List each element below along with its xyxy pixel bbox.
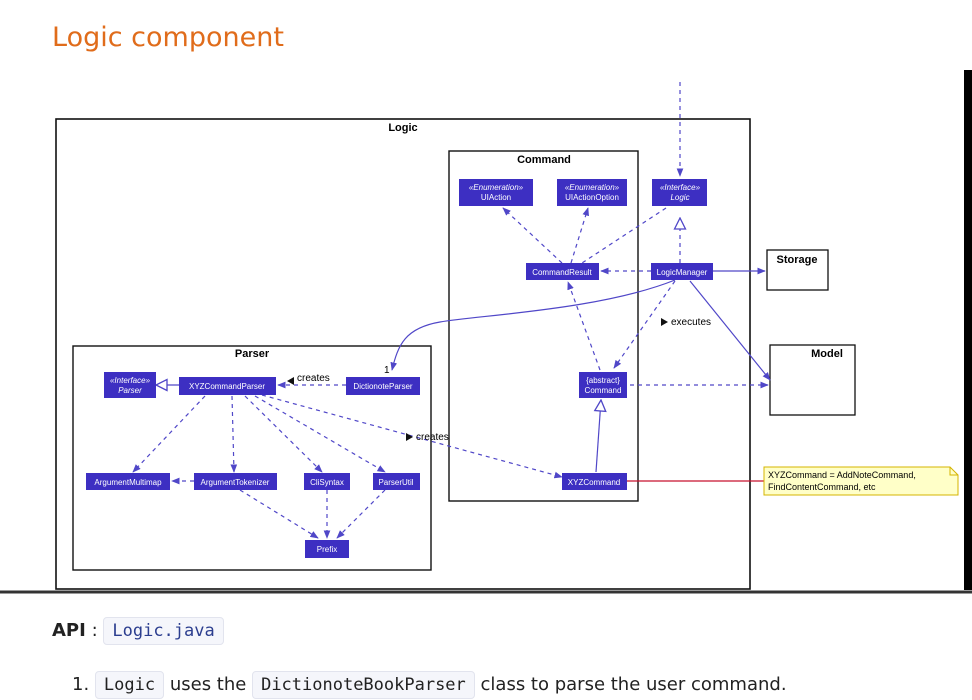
argumentmultimap-name: ArgumentMultimap — [94, 478, 162, 487]
argumentmultimap-class: ArgumentMultimap — [86, 473, 170, 490]
logic-java-link[interactable]: Logic.java — [103, 617, 224, 645]
uiaction-name: UIAction — [481, 193, 511, 202]
prefix-class: Prefix — [305, 540, 349, 558]
commandresult-name: CommandResult — [532, 268, 592, 277]
parser-package-title: Parser — [235, 348, 270, 360]
logic-interface-name: Logic — [670, 193, 689, 202]
executes-label: executes — [671, 317, 711, 328]
abstract-command-name: Command — [585, 386, 622, 395]
multiplicity-label: 1 — [384, 365, 390, 376]
xyzcommandparser-class: XYZCommandParser — [179, 377, 276, 395]
uiactionoption-class: «Enumeration» UIActionOption — [557, 179, 627, 206]
executes-direction-icon — [661, 318, 668, 326]
commandresult-to-uiactionoption — [570, 207, 589, 264]
xyzcommandparser-name: XYZCommandParser — [189, 382, 265, 391]
dictionoteparser-name: DictionoteParser — [353, 382, 412, 391]
uiactionoption-name: UIActionOption — [565, 193, 619, 202]
argumenttokenizer-name: ArgumentTokenizer — [201, 478, 270, 487]
xyzparser-to-multimap — [132, 395, 206, 473]
parser-interface-class: «Interface» Parser — [104, 372, 156, 398]
xyzparser-to-clisyntax — [244, 395, 323, 473]
logic-package — [55, 118, 751, 590]
abstract-stereotype: {abstract} — [586, 376, 620, 385]
logic-architecture-diagram: Logic Command Parser Storage Model — [0, 70, 972, 594]
commandresult-class: CommandResult — [526, 263, 599, 280]
xyzcommand-class: XYZCommand — [562, 473, 627, 490]
parser-package — [72, 345, 432, 571]
command-to-commandresult — [567, 281, 601, 371]
frame-edge — [964, 70, 972, 590]
logicmanager-class: LogicManager — [651, 263, 713, 280]
parser-interface-stereotype: «Interface» — [110, 376, 151, 385]
prefix-name: Prefix — [317, 545, 337, 554]
parser-interface-name: Parser — [118, 386, 142, 395]
list-item-code-parser: DictionoteBookParser — [252, 671, 475, 699]
logicmanager-name: LogicManager — [657, 268, 708, 277]
logic-package-title: Logic — [388, 122, 417, 134]
abstract-command-class: {abstract} Command — [579, 372, 627, 398]
xyzcommand-note: XYZCommand = AddNoteCommand, FindContent… — [763, 466, 959, 496]
uiaction-stereotype: «Enumeration» — [469, 183, 524, 192]
note-line-1: XYZCommand = AddNoteCommand, — [768, 470, 916, 480]
creates-direction-icon — [287, 377, 294, 385]
xyzparser-creates-xyzcommand — [261, 394, 563, 479]
list-item: 1. Logic uses the DictionoteBookParser c… — [72, 671, 787, 699]
logic-interface-stereotype: «Interface» — [660, 183, 701, 192]
logic-interface-class: «Interface» Logic — [652, 179, 707, 206]
creates2-direction-icon — [406, 433, 413, 441]
dictionoteparser-class: DictionoteParser — [346, 377, 420, 395]
model-label: Model — [811, 348, 843, 360]
logicmanager-to-dictionoteparser — [390, 279, 676, 371]
clisyntax-class: CliSyntax — [304, 473, 350, 490]
parserutil-to-prefix — [336, 489, 386, 539]
xyzcommand-name: XYZCommand — [568, 478, 620, 487]
list-item-number: 1. — [72, 674, 90, 695]
uiactionoption-stereotype: «Enumeration» — [565, 183, 620, 192]
uiaction-class: «Enumeration» UIAction — [459, 179, 533, 206]
executes-arrow — [613, 280, 676, 369]
api-separator: : — [91, 620, 98, 641]
command-package-title: Command — [517, 154, 571, 166]
parserutil-class: ParserUtil — [373, 473, 420, 490]
tokenizer-to-prefix — [239, 489, 319, 539]
list-item-text-1: uses the — [169, 674, 247, 695]
xyzcommand-extends-command — [596, 400, 601, 473]
clisyntax-name: CliSyntax — [310, 478, 344, 487]
storage-label: Storage — [777, 254, 818, 266]
logicmanager-to-model — [689, 280, 771, 381]
list-item-code-logic: Logic — [94, 671, 165, 699]
argumenttokenizer-class: ArgumentTokenizer — [194, 473, 277, 490]
command-package — [448, 150, 639, 502]
creates-label-1: creates — [297, 373, 330, 384]
creates-label-2: creates — [416, 432, 449, 443]
xyzparser-to-tokenizer — [230, 395, 238, 473]
api-label: API — [52, 620, 86, 641]
page-heading: Logic component — [52, 22, 284, 53]
commandresult-to-uiaction — [502, 207, 563, 264]
note-line-2: FindContentCommand, etc — [768, 482, 876, 492]
parserutil-name: ParserUtil — [378, 478, 413, 487]
list-item-text-2: class to parse the user command. — [480, 674, 787, 695]
logic-to-commandresult — [581, 207, 667, 264]
api-line: API : Logic.java — [52, 617, 224, 645]
storage-box — [766, 249, 829, 291]
xyzparser-to-parserutil — [254, 395, 386, 473]
